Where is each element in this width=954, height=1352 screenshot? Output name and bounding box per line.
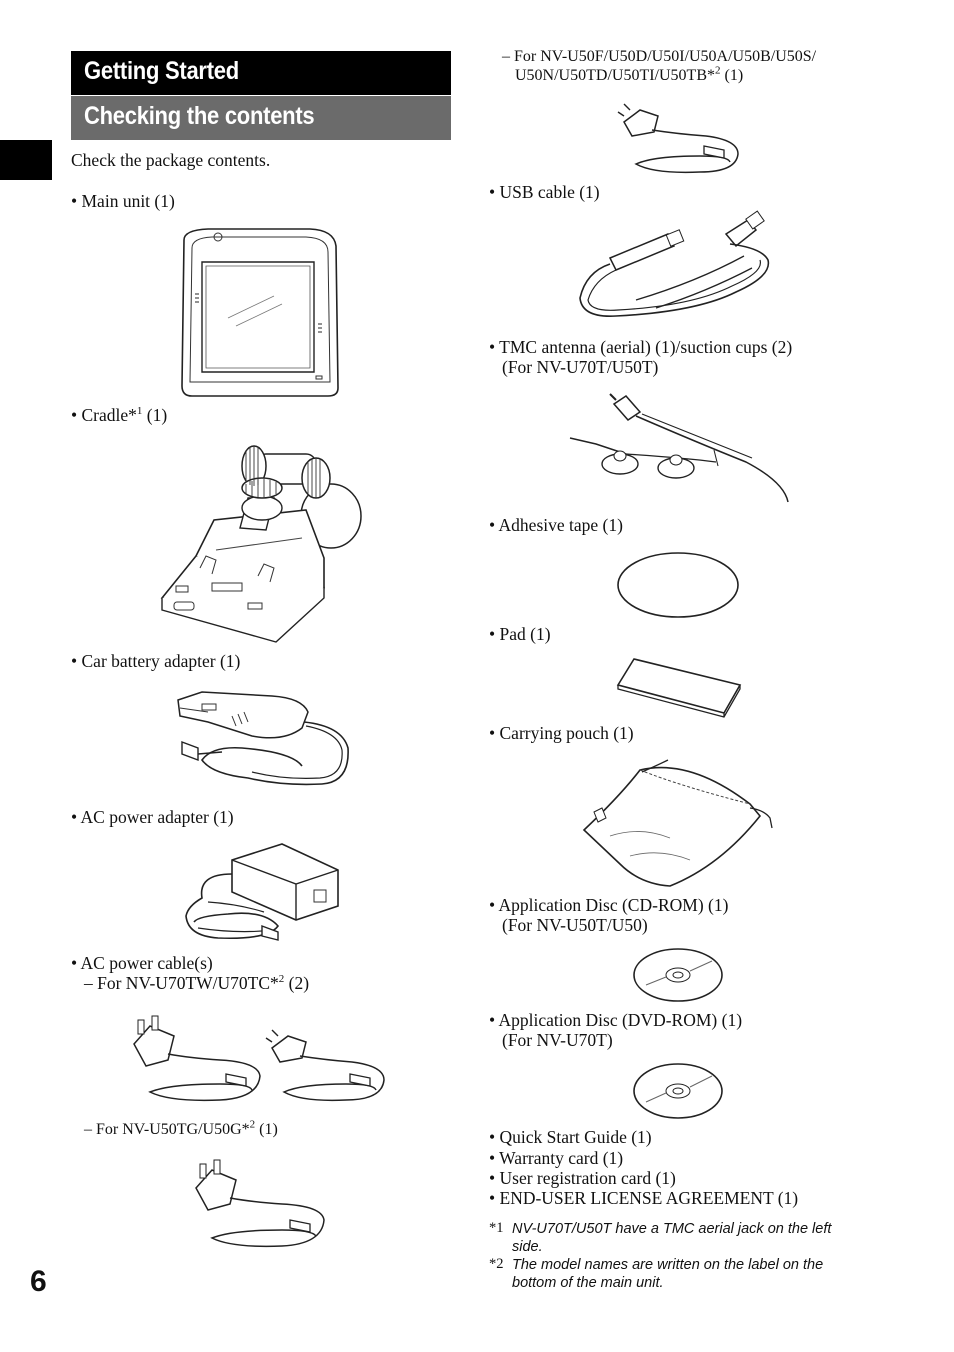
item-dvd-rom-models: (For NV-U70T) [502, 1030, 613, 1050]
item-eula: • END-USER LICENSE AGREEMENT (1) [489, 1188, 799, 1208]
item-quick-start-guide: • Quick Start Guide (1) [489, 1127, 652, 1147]
eu-plug-cable-illustration [266, 1026, 388, 1104]
cradle-illustration [156, 438, 366, 642]
item-usb-cable: • USB cable (1) [489, 182, 600, 202]
item-cd-rom: • Application Disc (CD-ROM) (1) [489, 895, 729, 915]
item-tmc-antenna: • TMC antenna (aerial) (1)/suction cups … [489, 337, 793, 357]
page-number: 6 [30, 1265, 47, 1298]
item-ac-power-cables: • AC power cable(s) [71, 953, 213, 973]
uk-plug-cable-illustration [130, 1014, 264, 1104]
item-ac-cables-u70: – For NV-U70TW/U70TC*2 (2) [84, 973, 310, 993]
footnote-2-line1: The model names are written on the label… [512, 1257, 824, 1273]
item-ac-cables-u50tg: – For NV-U50TG/U50G*2 (1) [84, 1118, 278, 1138]
item-warranty-card: • Warranty card (1) [489, 1148, 624, 1168]
item-tmc-antenna-models: (For NV-U70T/U50T) [502, 357, 659, 377]
item-cd-rom-models: (For NV-U50T/U50) [502, 915, 648, 935]
adhesive-tape-illustration [616, 550, 742, 620]
ac-power-adapter-illustration [178, 840, 342, 944]
item-adhesive-tape: • Adhesive tape (1) [489, 515, 623, 535]
footnote-1-mark: *1 [489, 1220, 504, 1236]
item-ac-cables-u50f: – For NV-U50F/U50D/U50I/U50A/U50B/U50S/ [502, 48, 817, 65]
footnote-2-line2: bottom of the main unit. [512, 1275, 664, 1291]
footnote-1-line1: NV-U70T/U50T have a TMC aerial jack on t… [512, 1221, 832, 1237]
section-header: Getting Started [71, 51, 451, 95]
footnote-1-line2: side. [512, 1239, 543, 1255]
subsection-header: Checking the contents [71, 96, 451, 140]
main-unit-illustration [178, 226, 340, 398]
pad-illustration [614, 655, 744, 719]
item-ac-power-adapter: • AC power adapter (1) [71, 807, 234, 827]
subsection-title: Checking the contents [84, 102, 315, 130]
usb-cable-illustration [576, 212, 778, 332]
item-pad: • Pad (1) [489, 624, 551, 644]
tmc-antenna-illustration [566, 392, 792, 508]
car-battery-adapter-illustration [172, 686, 352, 796]
item-dvd-rom: • Application Disc (DVD-ROM) (1) [489, 1010, 743, 1030]
item-main-unit: • Main unit (1) [71, 191, 175, 211]
intro-text: Check the package contents. [71, 150, 271, 170]
cd-rom-illustration [632, 947, 724, 1003]
eu-plug-cable-u50f-illustration [618, 102, 742, 174]
carrying-pouch-illustration [580, 756, 780, 890]
item-car-battery-adapter: • Car battery adapter (1) [71, 651, 241, 671]
item-cradle: • Cradle*1 (1) [71, 405, 168, 425]
item-ac-cables-u50f-cont: U50N/U50TD/U50TI/U50TB*2 (1) [515, 64, 744, 84]
dvd-rom-illustration [632, 1062, 724, 1120]
section-thumb-tab [0, 140, 52, 180]
uk-plug-cable-u50tg-illustration [192, 1158, 328, 1250]
item-carrying-pouch: • Carrying pouch (1) [489, 723, 634, 743]
section-title: Getting Started [84, 57, 239, 85]
footnote-2-mark: *2 [489, 1256, 504, 1272]
item-user-registration-card: • User registration card (1) [489, 1168, 676, 1188]
